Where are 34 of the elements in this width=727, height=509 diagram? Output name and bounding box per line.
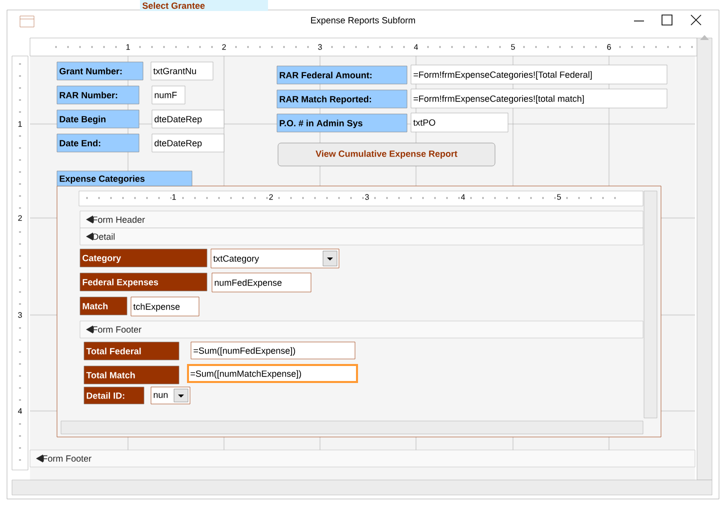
text-field: numF [152, 86, 186, 104]
field-label: RAR Federal Amount: [276, 66, 408, 84]
text-field: txtGrantNu [150, 62, 214, 80]
combo-box: nun [150, 386, 190, 404]
field-label: Date End: [56, 134, 140, 152]
field-label: Select Grantee [140, 0, 268, 11]
field-label: Federal Expenses [80, 272, 208, 292]
field-label: Match [80, 296, 128, 316]
section-bar: Form Footer [30, 450, 696, 468]
text-field: numFedExpense [212, 272, 312, 292]
field-label: Date Begin [56, 110, 140, 128]
field-label: Expense Categories [56, 170, 192, 186]
field-label: Total Federal [84, 342, 180, 360]
push-button: View Cumulative Expense Report [278, 142, 496, 166]
field-label: RAR Number: [56, 86, 140, 104]
text-field: tchExpense [130, 296, 200, 316]
text-field: =Form!frmExpenseCategories![Total Federal] [410, 64, 668, 84]
field-label: Total Match [84, 366, 180, 384]
field-label: Grant Number: [56, 62, 144, 80]
text-field: dteDateRep [152, 110, 224, 128]
section-bar: Form Footer [80, 320, 644, 338]
window-title: Expense Reports Subform [311, 16, 415, 26]
section-bar: Form Header [80, 210, 644, 228]
section-bar: Detail [80, 228, 644, 246]
selected-text-field: =Sum([numMatchExpense]) [187, 364, 358, 383]
field-label: Category [80, 248, 208, 268]
field-label: RAR Match Reported: [276, 90, 408, 108]
text-field: =Sum([numFedExpense]) [190, 342, 356, 360]
field-label: Detail ID: [84, 386, 144, 404]
field-label: P.O. # in Admin Sys [276, 114, 408, 132]
combo-box: txtCategory [210, 248, 340, 268]
text-field: txtPO [410, 112, 508, 132]
text-field: dteDateRep [152, 134, 224, 152]
text-field: =Form!frmExpenseCategories![total match] [410, 88, 668, 108]
